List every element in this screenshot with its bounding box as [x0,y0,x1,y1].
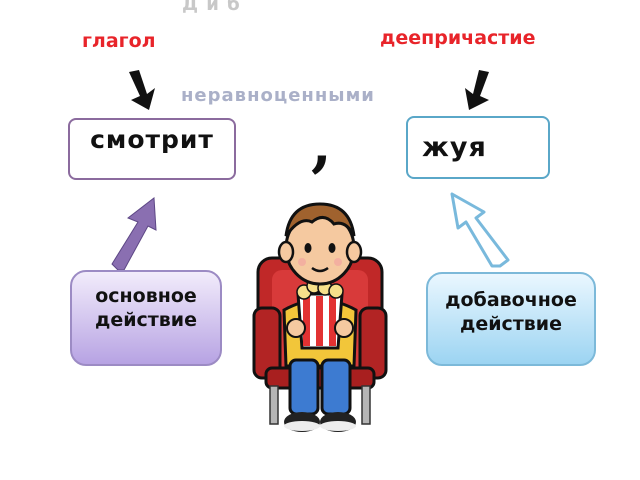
participle-word-box: жуя [406,116,550,179]
arrow-down-right-icon [465,70,489,110]
main-action-pill: основное действие [70,270,222,366]
verb-word-box: смотрит [68,118,236,180]
boy-eating-popcorn-illustration [252,202,388,432]
participle-word: жуя [422,132,487,163]
verb-word: смотрит [90,125,214,154]
extra-action-pill: добавочное действие [426,272,596,366]
faint-top-text: Д й б [182,0,241,15]
extra-action-text: добавочное действие [445,289,577,335]
participle-label: деепричастие [380,27,536,49]
blue-arrow-up-icon [450,192,510,268]
purple-arrow-up-icon [111,197,157,271]
verb-label: глагол [82,30,156,52]
main-action-text: основное действие [94,285,198,331]
arrow-down-left-icon [129,70,155,110]
faint-middle-text: неравноценными [181,85,375,106]
comma-mark: , [311,110,332,180]
